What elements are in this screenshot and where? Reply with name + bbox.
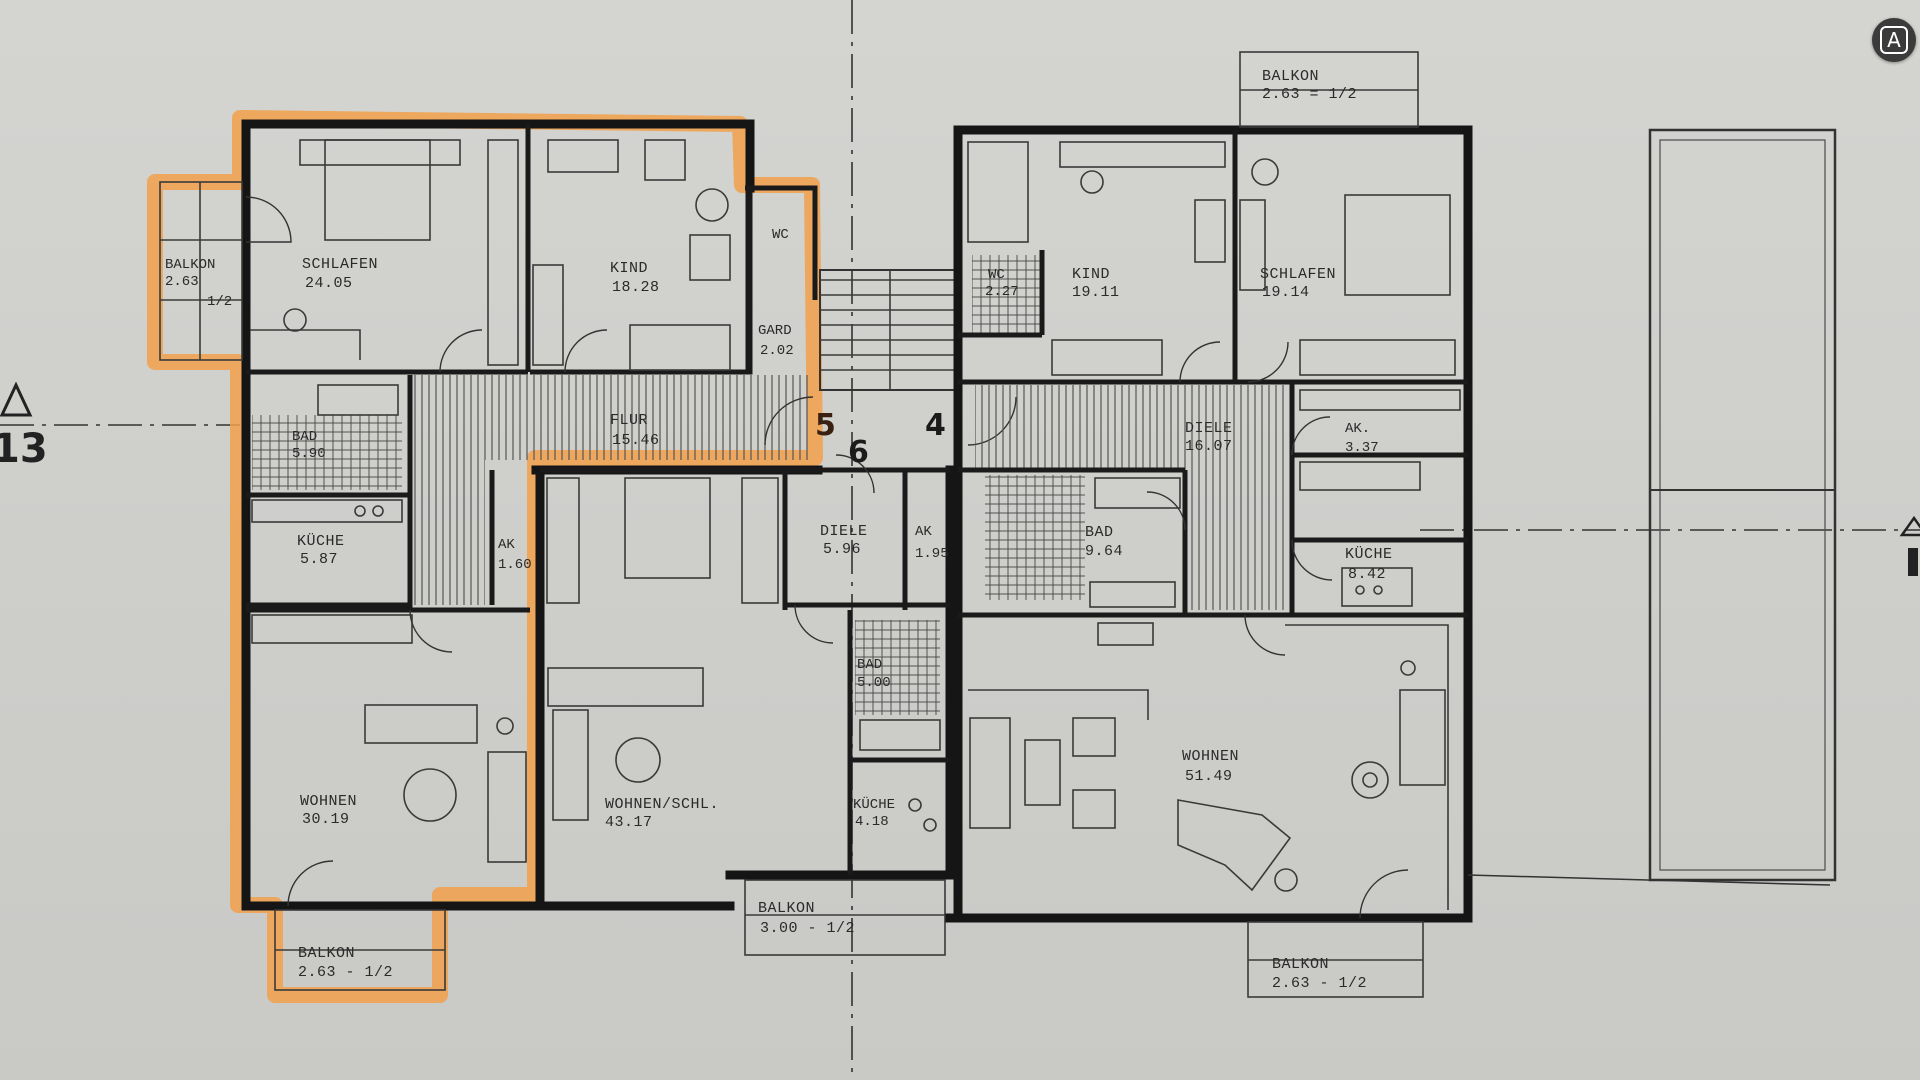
area-balkon-north: 2.63 = 1/2 [1262,86,1357,103]
label-wohnen-right: WOHNEN [1182,748,1239,765]
left-unit [159,119,823,991]
label-ak-mid: AK [915,524,932,540]
label-wohnen-left: WOHNEN [300,793,357,810]
area-wohnen-schl: 43.17 [605,814,653,831]
middle-unit [535,269,1017,956]
area-ak-right: 3.37 [1345,440,1379,456]
label-kind-left: KIND [610,260,648,277]
section-marker-right [1899,515,1920,576]
label-wc-left: WC [772,227,789,243]
area-kind-right: 19.11 [1072,284,1120,301]
label-balkon-north: BALKON [1262,68,1319,85]
area-bad-right: 9.64 [1085,543,1123,560]
area-kueche-left: 5.87 [300,551,338,568]
area-bad-left: 5.90 [292,446,326,462]
label-bad-left: BAD [292,429,317,445]
area-diele-mid: 5.96 [823,541,861,558]
area-kueche-mid: 4.18 [855,814,889,830]
label-bad-mid: BAD [857,657,882,673]
label-kind-right: KIND [1072,266,1110,283]
area-balkon-south-left: 2.63 - 1/2 [298,964,393,981]
area-ak-left: 1.60 [498,557,532,573]
area-schlafen-right: 19.14 [1262,284,1310,301]
label-flur: FLUR [610,412,648,429]
section-number: 13 [0,426,48,472]
area-bad-mid: 5.00 [857,675,891,691]
room-labels: BALKON 2.63 1/2 SCHLAFEN 24.05 KIND 18.2… [165,68,1393,992]
label-diele-mid: DIELE [820,523,868,540]
stair-number-5: 5 [815,408,836,443]
stair-number-4: 4 [925,408,946,443]
label-balkon-south-right: BALKON [1272,956,1329,973]
highlight-outline [147,110,823,1003]
label-balkon-south-left: BALKON [298,945,355,962]
label-wc-right: WC [988,267,1005,283]
label-diele-right: DIELE [1185,420,1233,437]
neighbor-building [1467,128,1837,886]
label-schlafen-left: SCHLAFEN [302,256,378,273]
label-wohnen-schl: WOHNEN/SCHL. [605,796,719,813]
share-balkon-west: 1/2 [207,294,232,310]
visual-lookup-button[interactable]: A [1872,18,1916,62]
label-kueche-right: KÜCHE [1345,545,1393,563]
label-schlafen-right: SCHLAFEN [1260,266,1336,283]
label-balkon-mid: BALKON [758,900,815,917]
area-diele-right: 16.07 [1185,438,1233,455]
label-bad-right: BAD [1085,524,1114,541]
label-gard: GARD [758,323,792,339]
area-balkon-south-right: 2.63 - 1/2 [1272,975,1367,992]
area-balkon-mid: 3.00 - 1/2 [760,920,855,937]
label-kueche-left: KÜCHE [297,532,345,550]
area-wohnen-left: 30.19 [302,811,350,828]
label-ak-left: AK [498,537,515,553]
area-ak-mid: 1.95 [915,546,949,562]
section-marker-left: 13 [0,381,48,472]
area-wohnen-right: 51.49 [1185,768,1233,785]
area-wc-right: 2.27 [985,284,1019,300]
stair-number-6: 6 [848,435,869,470]
area-kueche-right: 8.42 [1348,566,1386,583]
label-ak-right: AK. [1345,421,1370,437]
area-gard: 2.02 [760,343,794,359]
area-schlafen-left: 24.05 [305,275,353,292]
right-unit [945,51,1473,998]
label-balkon-west: BALKON [165,257,215,273]
text-scan-icon: A [1880,26,1908,54]
area-kind-left: 18.28 [612,279,660,296]
area-balkon-west: 2.63 [165,274,199,290]
label-kueche-mid: KÜCHE [853,795,895,813]
area-flur: 15.46 [612,432,660,449]
